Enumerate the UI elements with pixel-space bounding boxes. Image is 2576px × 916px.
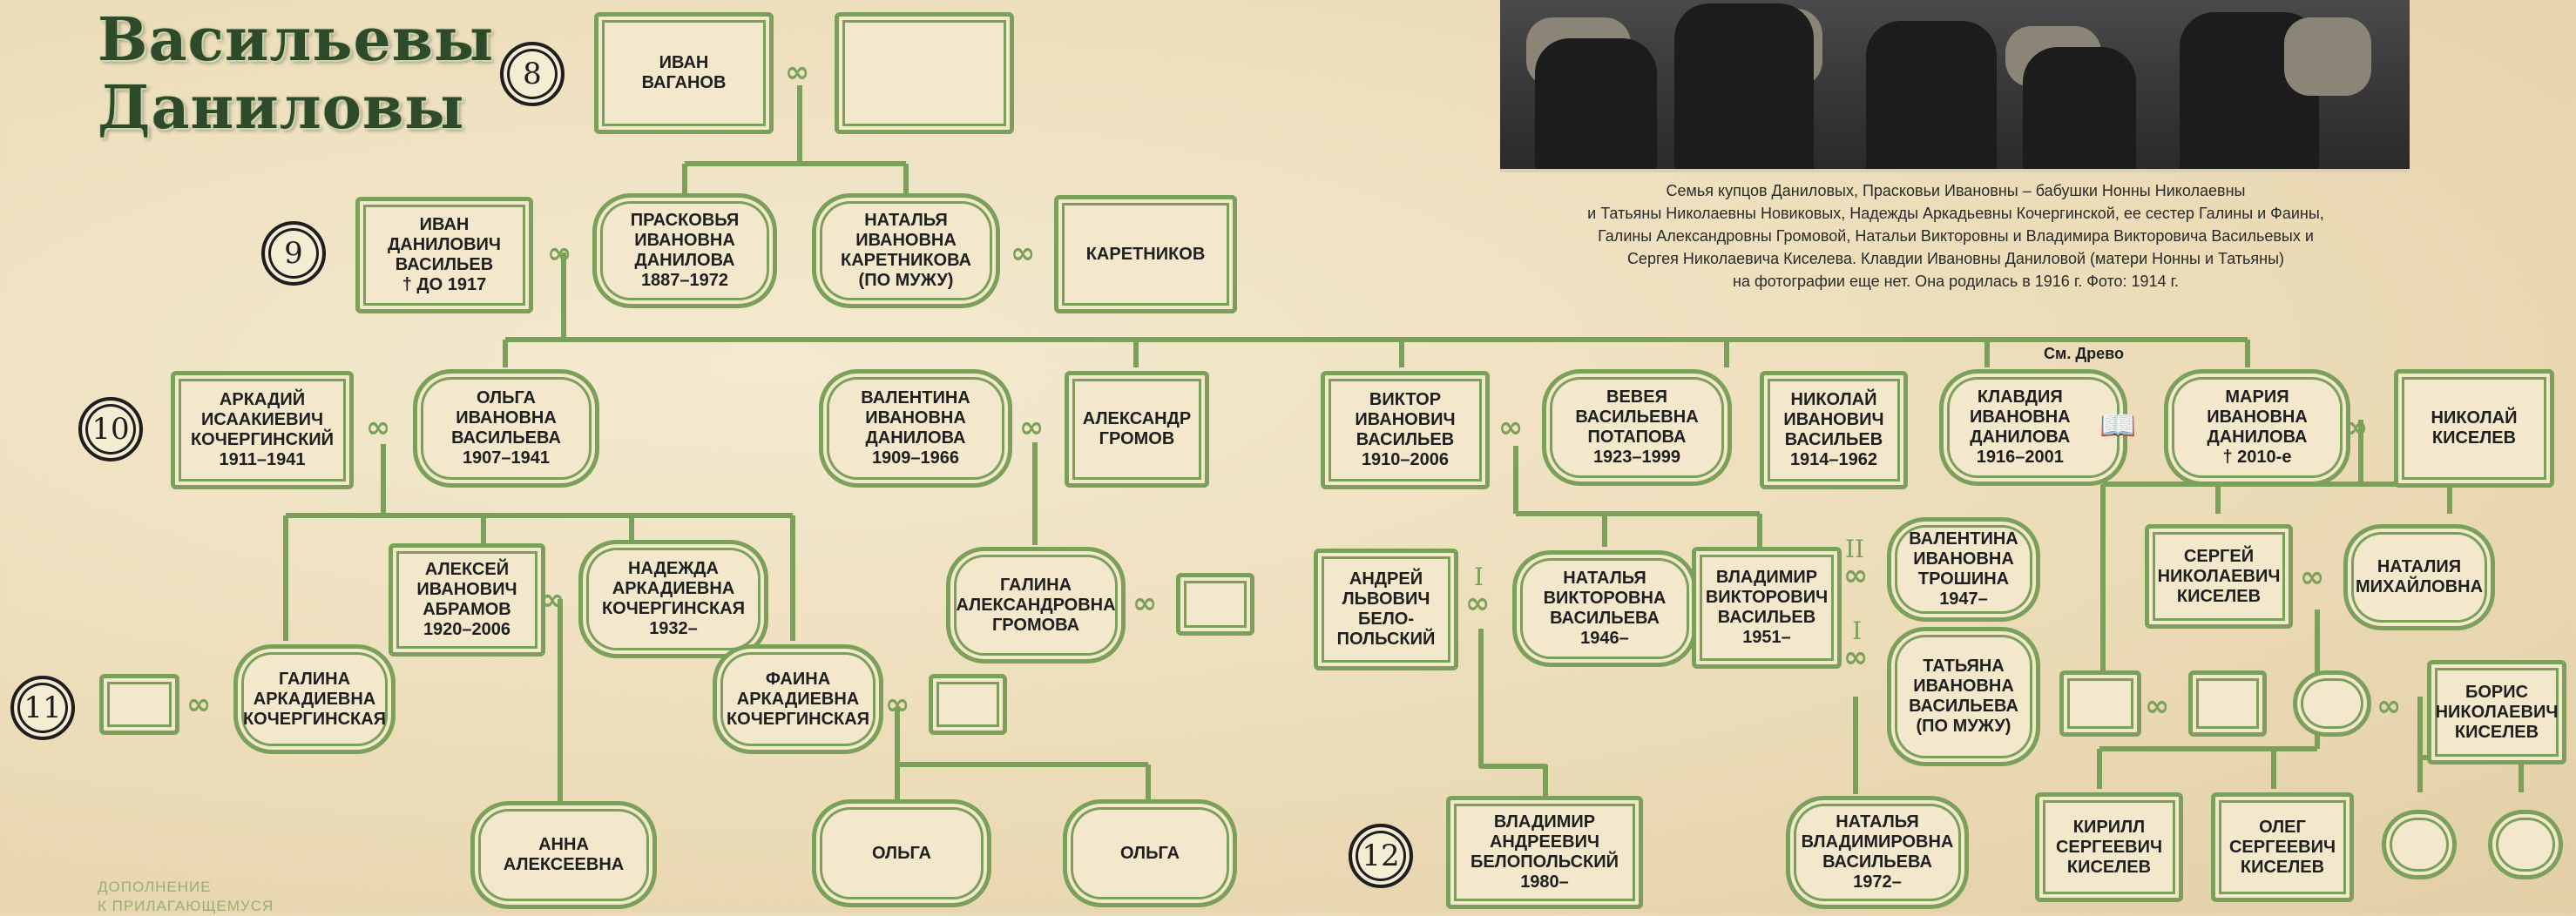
marriage-symbol: ∞ [2377, 689, 2402, 724]
person-olga: ОЛЬГА [1063, 799, 1237, 907]
marriage-symbol: ∞ [2300, 560, 2325, 595]
marriage-symbol: ∞ [1019, 410, 1045, 445]
person-natalia-mikhailovna: НАТАЛИЯ МИХАЙЛОВНА [2343, 524, 2495, 630]
person-anna-alexeevna: АННА АЛЕКСЕЕВНА [470, 801, 657, 909]
person-ivan-vasilyev: ИВАН ДАНИЛОВИЧ ВАСИЛЬЕВ † ДО 1917 [355, 197, 533, 313]
marriage-symbol: ∞ [1498, 410, 1524, 445]
marriage-order-mark: II [1845, 535, 1865, 563]
generation-marker-11: 11 [10, 676, 75, 740]
marriage-symbol: ∞ [785, 55, 810, 90]
see-tree-label: См. Древо [2044, 345, 2124, 362]
person-olga: ОЛЬГА [812, 799, 991, 907]
person-alexander-gromov: АЛЕКСАНДР ГРОМОВ [1065, 371, 1209, 488]
generation-marker-12: 12 [1349, 824, 1413, 888]
person-unknown-spouse [835, 12, 1014, 134]
person-viktor-vasilyev: ВИКТОР ИВАНОВИЧ ВАСИЛЬЕВ 1910–2006 [1321, 371, 1490, 489]
photo-caption: Семья купцов Даниловых, Прасковьи Иванов… [1587, 182, 2324, 290]
generation-marker-10: 10 [78, 397, 143, 461]
person-unknown-spouse [2059, 670, 2141, 737]
person-unknown-child [2488, 810, 2563, 879]
person-natalya-viktorovna: НАТАЛЬЯ ВИКТОРОВНА ВАСИЛЬЕВА 1946– [1512, 550, 1697, 667]
marriage-order-mark: I [1852, 616, 1863, 645]
person-vevea-potapova: ВЕВЕЯ ВАСИЛЬЕВНА ПОТАПОВА 1923–1999 [1542, 369, 1732, 486]
marriage-symbol: ∞ [2343, 410, 2369, 445]
person-vladimir-viktorovich: ВЛАДИМИР ВИКТОРОВИЧ ВАСИЛЬЕВ 1951– [1692, 547, 1842, 669]
person-natalya-karetnikova: НАТАЛЬЯ ИВАНОВНА КАРЕТНИКОВА (ПО МУЖУ) [812, 193, 1000, 308]
person-kirill-kiselev: КИРИЛЛ СЕРГЕЕВИЧ КИСЕЛЕВ [2035, 792, 2183, 902]
marriage-symbol: ∞ [1132, 586, 1158, 621]
person-maria-danilova: МАРИЯ ИВАНОВНА ДАНИЛОВА † 2010-е [2164, 369, 2350, 486]
marriage-symbol: ∞ [1843, 640, 1869, 675]
marriage-symbol: ∞ [1843, 558, 1869, 593]
person-natalya-vladimirovna: НАТАЛЬЯ ВЛАДИМИРОВНА ВАСИЛЬЕВА 1972– [1786, 796, 1969, 909]
person-oleg-kiselev: ОЛЕГ СЕРГЕЕВИЧ КИСЕЛЕВ [2211, 792, 2354, 902]
family-photo [1500, 0, 2410, 172]
addendum-note: ДОПОЛНЕНИЕ К ПРИЛАГАЮЩЕМУСЯ [98, 879, 274, 914]
person-olga-vasilyeva: ОЛЬГА ИВАНОВНА ВАСИЛЬЕВА 1907–1941 [413, 369, 599, 488]
person-boris-kiselev: БОРИС НИКОЛАЕВИЧ КИСЕЛЕВ [2427, 660, 2566, 764]
title-line-2: Даниловы [98, 73, 465, 143]
marriage-symbol: ∞ [885, 687, 910, 722]
marriage-symbol: ∞ [547, 236, 572, 271]
person-unknown-child [2382, 810, 2457, 879]
person-faina-kocherginskaya: ФАИНА АРКАДИЕВНА КОЧЕРГИНСКАЯ [713, 644, 883, 754]
marriage-order-mark: I [1474, 562, 1484, 591]
generation-marker-8: 8 [500, 42, 565, 106]
person-andrey-belopolsky: АНДРЕЙ ЛЬВОВИЧ БЕЛО- ПОЛЬСКИЙ [1314, 549, 1458, 670]
person-nikolay-kiselev: НИКОЛАЙ КИСЕЛЕВ [2394, 369, 2554, 488]
person-praskovya: ПРАСКОВЬЯ ИВАНОВНА ДАНИЛОВА 1887–1972 [592, 193, 777, 308]
title-line-1: Васильевы [98, 5, 495, 75]
person-ivan-vaganov: ИВАН ВАГАНОВ [594, 12, 774, 134]
person-unknown-child [2188, 670, 2267, 737]
person-nikolay-vasilyev: НИКОЛАЙ ИВАНОВИЧ ВАСИЛЬЕВ 1914–1962 [1760, 371, 1908, 489]
open-book-icon[interactable]: 📖 [2099, 409, 2137, 442]
person-nadezhda: НАДЕЖДА АРКАДИЕВНА КОЧЕРГИНСКАЯ 1932– [578, 540, 768, 658]
marriage-symbol: ∞ [366, 410, 391, 445]
person-klavdia-danilova: КЛАВДИЯ ИВАНОВНА ДАНИЛОВА 1916–2001 [1939, 369, 2127, 486]
marriage-symbol: ∞ [186, 687, 212, 722]
person-valentina-troshina: ВАЛЕНТИНА ИВАНОВНА ТРОШИНА 1947– [1887, 517, 2040, 622]
person-unknown-spouse [1176, 573, 1254, 636]
person-unknown-spouse [99, 674, 179, 735]
person-tatyana-vasilyeva: ТАТЬЯНА ИВАНОВНА ВАСИЛЬЕВА (ПО МУЖУ) [1887, 627, 2040, 766]
person-galina-gromova: ГАЛИНА АЛЕКСАНДРОВНА ГРОМОВА [946, 547, 1126, 663]
person-unknown-spouse [929, 674, 1007, 735]
marriage-symbol: ∞ [1011, 236, 1036, 271]
person-vladimir-belopolsky: ВЛАДИМИР АНДРЕЕВИЧ БЕЛОПОЛЬСКИЙ 1980– [1446, 796, 1643, 909]
marriage-symbol: ∞ [2145, 689, 2170, 724]
person-valentina-danilova: ВАЛЕНТИНА ИВАНОВНА ДАНИЛОВА 1909–1966 [819, 369, 1012, 488]
marriage-symbol: ∞ [540, 583, 565, 617]
person-sergey-kiselev: СЕРГЕЙ НИКОЛАЕВИЧ КИСЕЛЕВ [2145, 524, 2293, 629]
person-arkady: АРКАДИЙ ИСААКИЕВИЧ КОЧЕРГИНСКИЙ 1911–194… [171, 371, 354, 489]
person-karetnikov: КАРЕТНИКОВ [1054, 195, 1237, 313]
generation-marker-9: 9 [261, 221, 326, 286]
marriage-symbol: ∞ [1465, 586, 1491, 621]
person-unknown-spouse [2293, 670, 2371, 737]
person-galina-kocherginskaya: ГАЛИНА АРКАДИЕВНА КОЧЕРГИНСКАЯ [233, 644, 396, 754]
person-alexey-abramov: АЛЕКСЕЙ ИВАНОВИЧ АБРАМОВ 1920–2006 [389, 543, 545, 657]
